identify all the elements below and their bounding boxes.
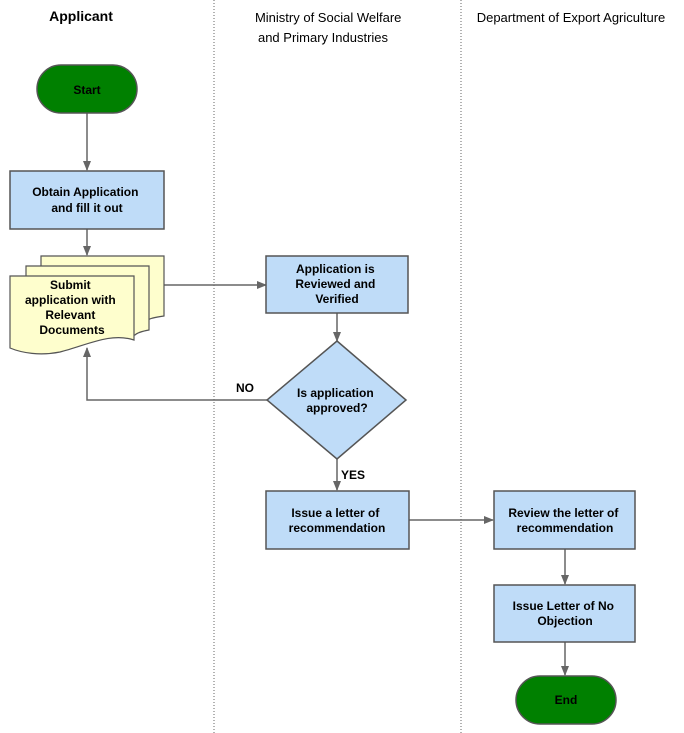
svg-text:End: End	[555, 693, 578, 707]
application-approved-decision: Is application approved?	[265, 340, 408, 460]
start-terminal: Start	[36, 64, 138, 114]
svg-text:Obtain Application and f: Obtain Application and fill it out	[32, 185, 142, 215]
svg-text:Application is Reviewed: Application is Reviewed and Verified	[295, 262, 378, 306]
no-objection-process: Issue Letter of No Objection	[493, 584, 636, 643]
end-terminal: End	[515, 675, 617, 725]
svg-text:Issue Letter of No Objec: Issue Letter of No Objection	[513, 599, 618, 628]
application-reviewed-process: Application is Reviewed and Verified	[265, 255, 409, 314]
svg-text:Submit application with: Submit application with Relevant Documen…	[25, 278, 119, 337]
lane-title-applicant: Applicant	[49, 8, 113, 24]
lane-title-department: Department of Export Agriculture	[477, 10, 666, 25]
obtain-application-process: Obtain Application and fill it out	[9, 170, 165, 230]
edge-label-yes: YES	[341, 468, 365, 482]
svg-text:Review the letter of rec: Review the letter of recommendation	[508, 506, 621, 535]
svg-text:Start: Start	[73, 83, 100, 97]
edge-label-no: NO	[236, 381, 254, 395]
submit-documents-multidocument: Submit application with Relevant Documen…	[9, 255, 165, 355]
lane-title-ministry: Ministry of Social Welfare and Primary I…	[255, 10, 405, 45]
review-letter-process: Review the letter of recommendation	[493, 490, 636, 550]
issue-recommendation-process: Issue a letter of recommendation	[265, 490, 410, 550]
svg-text:Issue a letter of recomm: Issue a letter of recommendation	[289, 506, 386, 535]
edge-decision-no	[83, 347, 267, 401]
svg-text:Is application approved?: Is application approved?	[297, 386, 377, 415]
